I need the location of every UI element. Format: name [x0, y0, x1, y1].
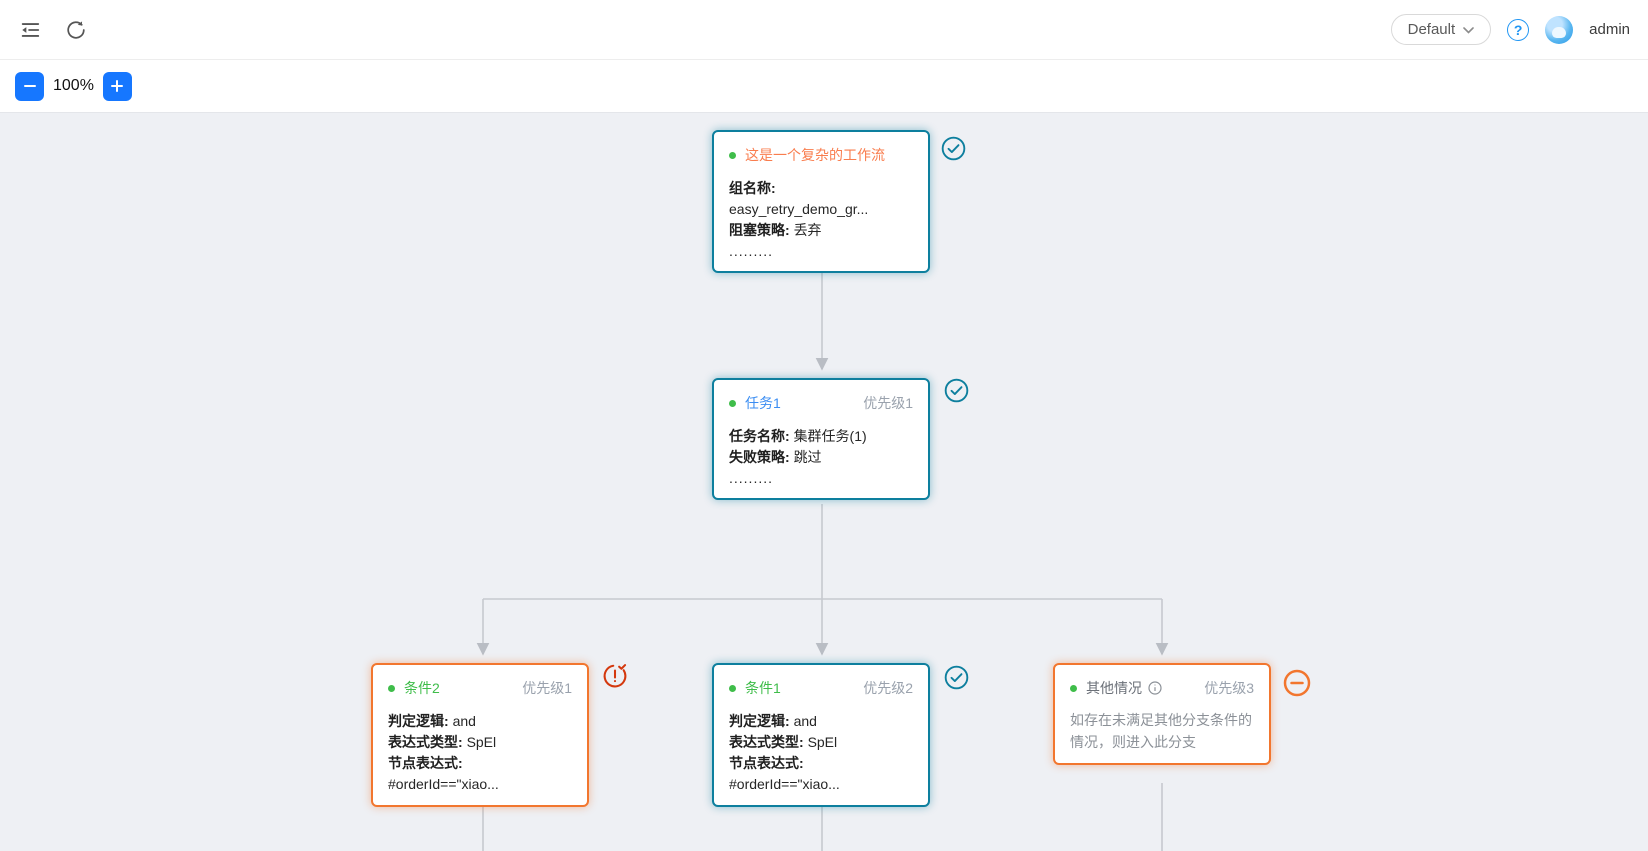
priority-label: 优先级2 [863, 680, 913, 696]
node-workflow-root[interactable]: 这是一个复杂的工作流 组名称: easy_retry_demo_gr... 阻塞… [712, 130, 930, 273]
field-value: easy_retry_demo_gr... [729, 201, 869, 217]
node-title: 这是一个复杂的工作流 [745, 147, 885, 163]
field-value: SpEl [466, 734, 497, 750]
node-task-1[interactable]: 任务1 优先级1 任务名称: 集群任务(1) 失败策略: 跳过 ........… [712, 378, 930, 500]
field-label: 判定逻辑: [388, 713, 449, 729]
node-status-dot [729, 684, 736, 692]
success-check-icon [941, 136, 966, 166]
field-label: 表达式类型: [388, 734, 463, 750]
info-icon[interactable] [1148, 681, 1162, 695]
node-status-dot [1070, 684, 1077, 692]
field-label: 组名称: [729, 180, 776, 196]
node-condition-1[interactable]: 条件1 优先级2 判定逻辑: and 表达式类型: SpEl 节点表达式: #o… [712, 663, 930, 807]
workflow-edges [476, 251, 1169, 851]
field-value: #orderId=="xiao... [388, 776, 499, 792]
field-value: 跳过 [793, 449, 822, 465]
priority-label: 优先级1 [863, 395, 913, 411]
field-value: #orderId=="xiao... [729, 776, 840, 792]
field-value: and [452, 713, 476, 729]
avatar[interactable] [1545, 15, 1574, 44]
node-status-dot [388, 684, 395, 692]
field-label: 节点表达式: [729, 755, 804, 771]
field-label: 阻塞策略: [729, 222, 790, 238]
field-value: SpEl [807, 734, 838, 750]
chevron-down-icon [1463, 21, 1474, 38]
zoom-level: 100% [53, 77, 94, 94]
zoom-toolbar: 100% [0, 60, 1648, 113]
node-status-dot [729, 151, 736, 159]
reload-icon[interactable] [64, 18, 88, 42]
priority-label: 优先级3 [1204, 680, 1254, 696]
username: admin [1589, 21, 1630, 38]
success-check-icon [944, 378, 969, 408]
field-label: 判定逻辑: [729, 713, 790, 729]
field-label: 表达式类型: [729, 734, 804, 750]
field-label: 任务名称: [729, 428, 790, 444]
field-value: 集群任务(1) [793, 428, 867, 444]
field-value: 丢弃 [793, 222, 822, 238]
node-status-dot [729, 399, 736, 407]
skipped-minus-icon [1282, 668, 1312, 703]
node-condition-2[interactable]: 条件2 优先级1 判定逻辑: and 表达式类型: SpEl 节点表达式: #o… [371, 663, 589, 807]
node-title: 其他情况 [1086, 680, 1142, 696]
node-title: 条件1 [745, 680, 781, 696]
node-description: 如存在未满足其他分支条件的情况，则进入此分支 [1070, 712, 1252, 750]
ellipsis: ......... [729, 243, 774, 259]
node-otherwise[interactable]: 其他情况 优先级3 如存在未满足其他分支条件的情况，则进入此分支 [1053, 663, 1271, 765]
ellipsis: ......... [729, 470, 774, 486]
priority-label: 优先级1 [522, 680, 572, 696]
field-value: and [793, 713, 817, 729]
field-label: 节点表达式: [388, 755, 463, 771]
node-title: 条件2 [404, 680, 440, 696]
zoom-out-button[interactable] [15, 71, 44, 101]
namespace-selector[interactable]: Default [1390, 14, 1492, 45]
help-icon[interactable]: ? [1507, 18, 1530, 41]
retry-warning-icon [602, 663, 628, 694]
workflow-canvas[interactable]: 这是一个复杂的工作流 组名称: easy_retry_demo_gr... 阻塞… [0, 113, 1648, 851]
menu-fold-icon[interactable] [18, 18, 42, 42]
node-title: 任务1 [745, 395, 781, 411]
app-header: Default ? admin [0, 0, 1648, 60]
field-label: 失败策略: [729, 449, 790, 465]
success-check-icon [944, 665, 969, 695]
namespace-label: Default [1407, 21, 1456, 38]
zoom-in-button[interactable] [102, 71, 132, 101]
